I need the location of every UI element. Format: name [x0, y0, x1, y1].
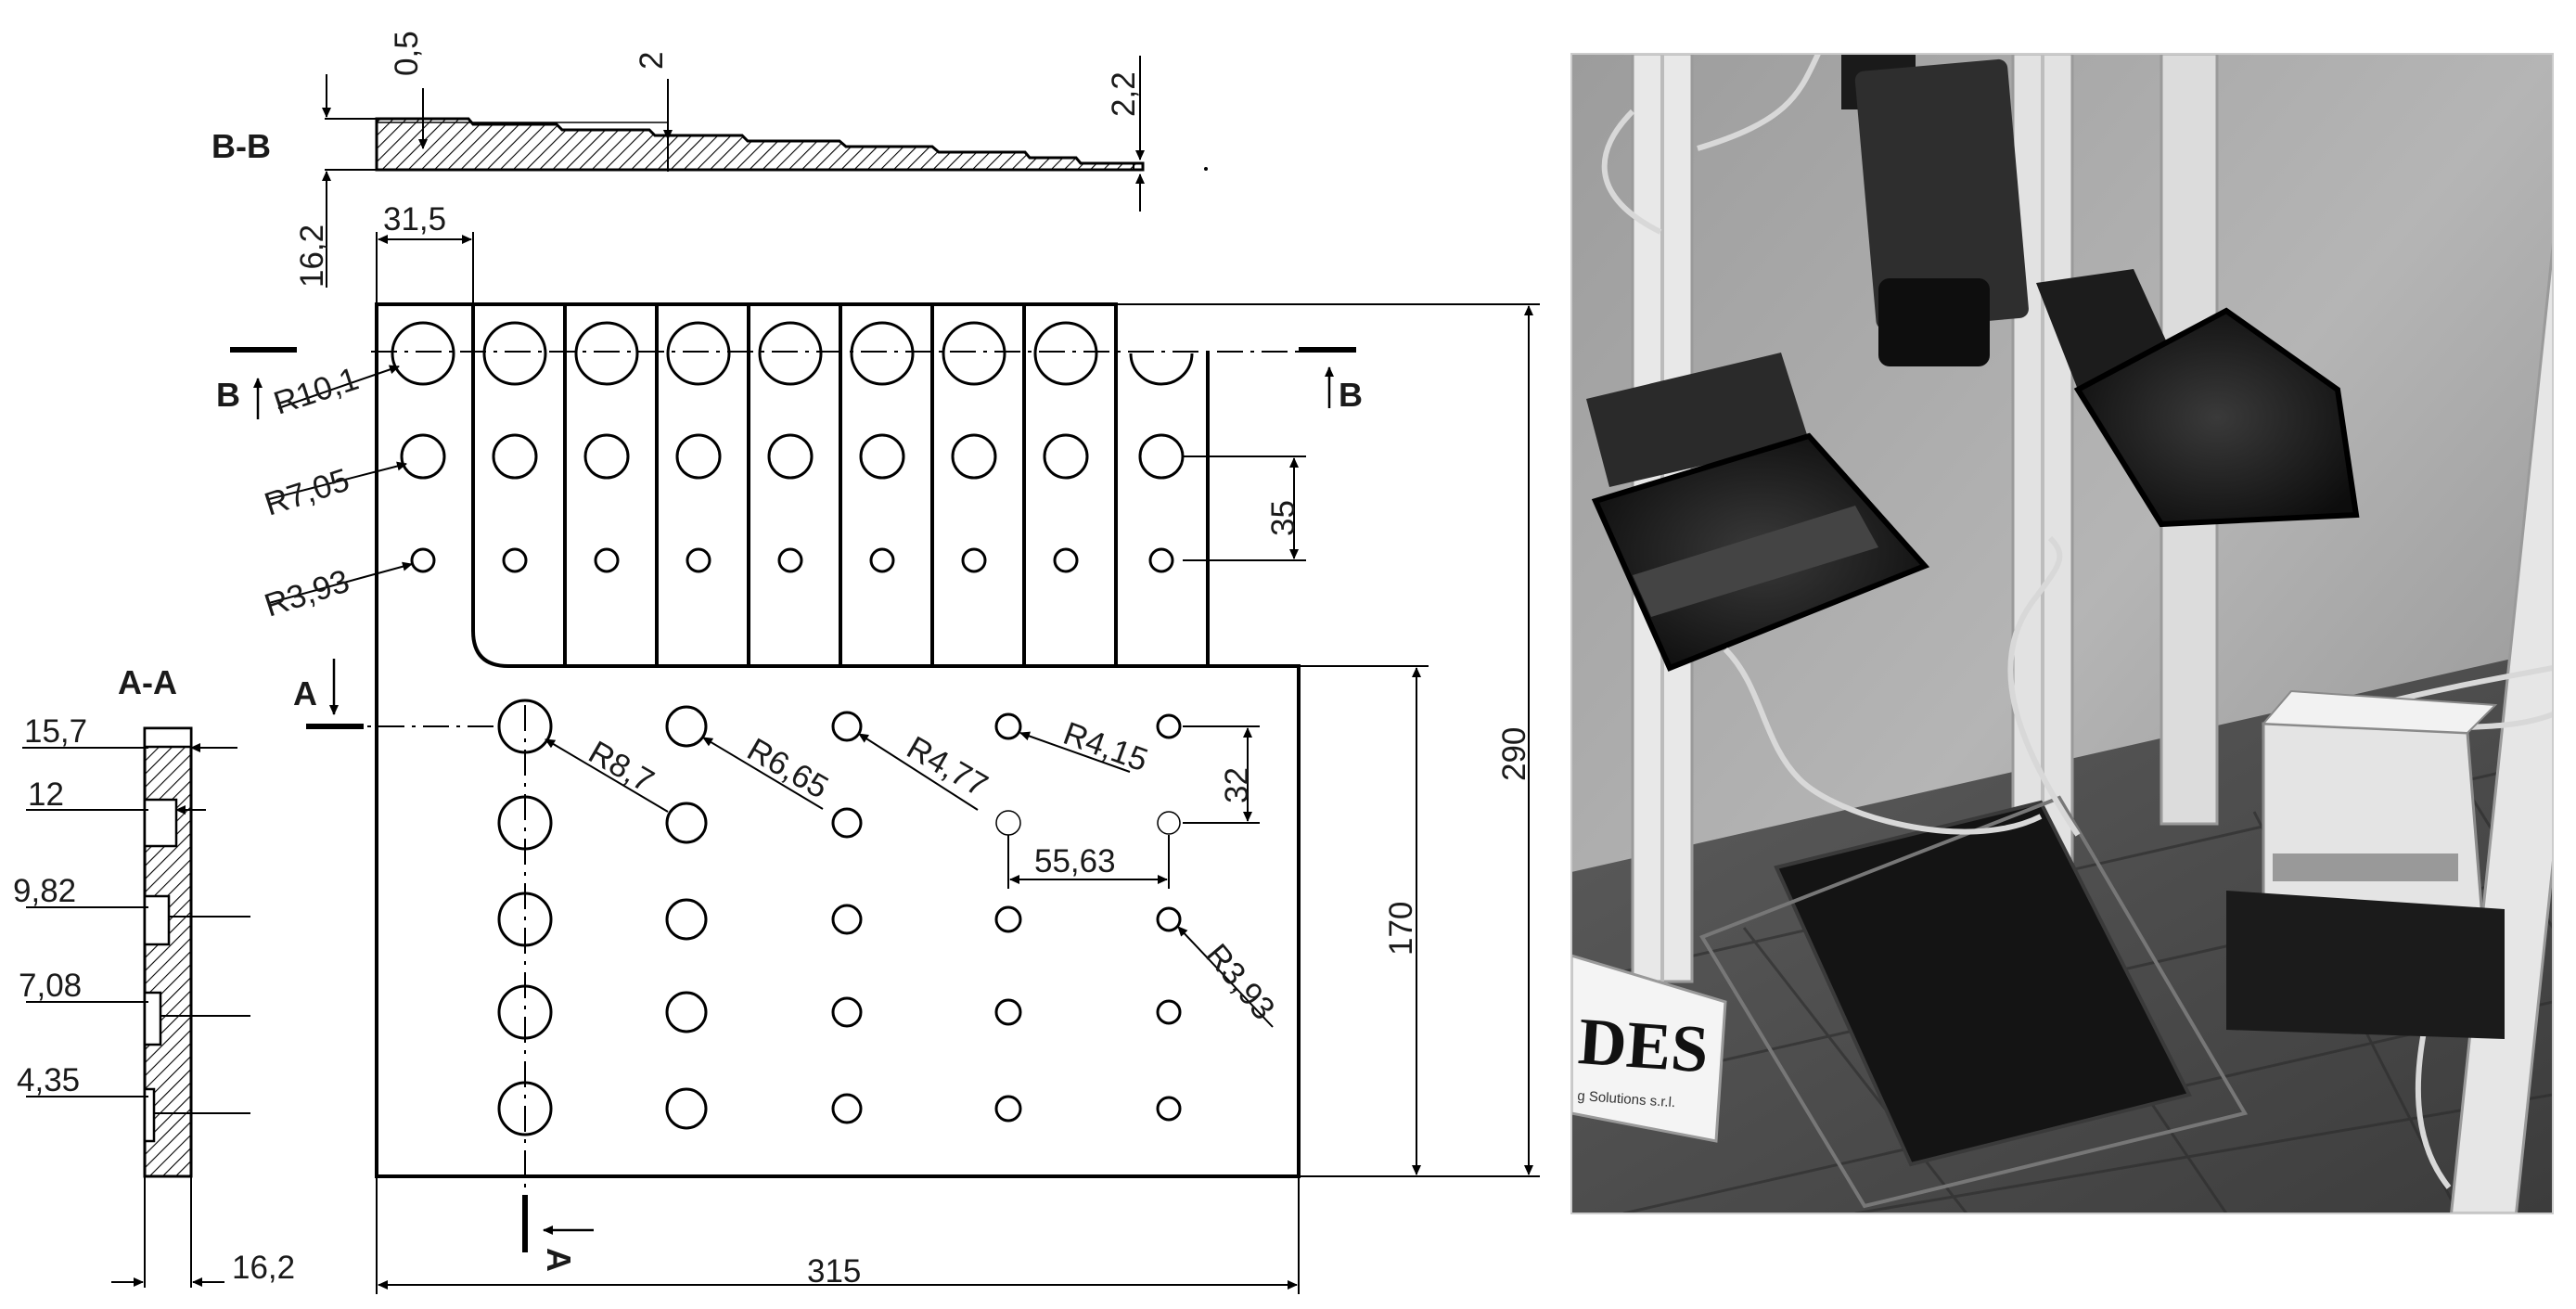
dimension-label-55-63: 55,63	[1034, 843, 1116, 879]
upper-holes-large	[391, 321, 1194, 386]
dimension-290	[1116, 303, 1540, 1177]
dimension-32	[1183, 725, 1260, 824]
dimension-label-31-5: 31,5	[383, 201, 446, 237]
center-lines	[334, 351, 1336, 1206]
section-b-markers: B B	[216, 347, 1363, 419]
company-sign: DES g Solutions s.r.l.	[1571, 954, 1727, 1143]
aa-depth-12: 12	[28, 776, 64, 813]
radius-leaders-lower	[545, 731, 1274, 1028]
black-base-plate	[1774, 800, 2192, 1167]
technical-drawing: B B A A R10,1 R7,05 R3,93	[13, 31, 1540, 1294]
finger-slots	[471, 304, 1210, 668]
bb-dimension-0-5: 0,5	[389, 31, 425, 76]
controller-box	[2226, 689, 2505, 1039]
dimension-315	[376, 1176, 1300, 1294]
setup-photograph: DES g Solutions s.r.l.	[1571, 54, 2553, 1213]
section-aa-title: A-A	[118, 663, 177, 701]
dimension-170	[1299, 665, 1429, 1175]
section-a-marker-bottom: A	[540, 1248, 578, 1272]
section-b-marker-left: B	[216, 376, 240, 414]
bb-dimension-2: 2	[634, 52, 670, 70]
radius-label-r7-05: R7,05	[260, 462, 353, 523]
upper-holes-mid	[400, 433, 1185, 480]
sign-text: DES	[1576, 1004, 1711, 1087]
aa-depth-7-08: 7,08	[19, 968, 82, 1004]
section-bb-profile	[375, 117, 1208, 172]
left-lamp	[1586, 353, 1930, 672]
dimension-31-5	[376, 232, 474, 304]
radius-label-r3-93-lower: R3,93	[1198, 937, 1282, 1027]
section-a-marker-top: A	[293, 674, 317, 712]
photo-frame	[1570, 53, 2554, 1214]
right-lamp	[2036, 269, 2360, 528]
bb-dimension-2-2: 2,2	[1106, 71, 1142, 117]
section-bb-title: B-B	[211, 127, 271, 165]
camera	[1841, 54, 2029, 366]
radius-leaders-upper	[268, 365, 413, 604]
dimension-label-290: 290	[1496, 727, 1532, 781]
aa-depth-9-82: 9,82	[13, 873, 76, 909]
radius-label-r6-65: R6,65	[741, 731, 834, 805]
section-aa-profile	[143, 726, 193, 1178]
radius-label-r8-7: R8,7	[583, 734, 660, 800]
dimension-label-315: 315	[807, 1253, 861, 1290]
upper-holes-small	[410, 547, 1174, 573]
section-b-marker-right: B	[1339, 376, 1363, 414]
dimension-35	[1183, 456, 1306, 561]
section-bb-dimensions	[322, 56, 1145, 288]
radius-label-r3-93-upper: R3,93	[260, 563, 353, 624]
bb-dimension-16-2: 16,2	[294, 225, 330, 288]
radius-label-r4-15: R4,15	[1058, 715, 1152, 779]
section-a-markers: A A	[293, 659, 594, 1272]
dimension-label-35: 35	[1265, 500, 1301, 536]
aa-depth-15-7: 15,7	[24, 713, 87, 750]
radius-label-r4-77: R4,77	[901, 729, 993, 803]
dimension-55-63	[1007, 835, 1170, 889]
dimension-label-32: 32	[1219, 767, 1255, 803]
radius-label-r10-1: R10,1	[269, 361, 363, 422]
aa-dimension-16-2: 16,2	[232, 1250, 295, 1286]
aa-depth-4-35: 4,35	[17, 1062, 80, 1098]
dimension-label-170: 170	[1383, 902, 1419, 956]
section-aa-depth-lines	[22, 743, 250, 1288]
